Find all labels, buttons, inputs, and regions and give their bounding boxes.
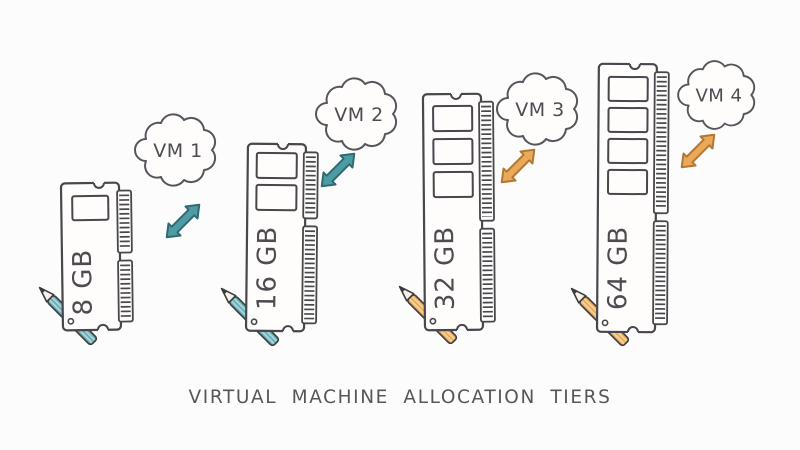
pin-teeth bbox=[482, 232, 493, 318]
sync-arrow-icon bbox=[159, 197, 207, 245]
tier-3: 32 GB VM 3 bbox=[394, 72, 579, 346]
tier-1: 8 GB VM 1 bbox=[34, 113, 217, 347]
top-notch bbox=[449, 93, 462, 100]
memory-chip bbox=[255, 183, 298, 212]
memory-chip bbox=[432, 137, 474, 166]
ram-stick-4: 64 GB bbox=[595, 62, 670, 334]
bottom-notch bbox=[455, 323, 468, 331]
bottom-notch bbox=[626, 326, 639, 333]
vm-cloud-2: VM 2 bbox=[315, 77, 398, 151]
vm-label: VM 3 bbox=[515, 99, 565, 121]
sync-arrow-icon bbox=[314, 146, 362, 194]
memory-chip bbox=[607, 75, 649, 103]
bottom-notch bbox=[281, 325, 294, 332]
diagram-title: VIRTUAL MACHINE ALLOCATION TIERS bbox=[189, 387, 612, 408]
capacity-label: 8 GB bbox=[68, 249, 99, 316]
memory-chip bbox=[607, 106, 649, 134]
top-notch bbox=[92, 182, 105, 189]
tier-2: 16 GB VM 2 bbox=[216, 77, 398, 348]
bottom-notch bbox=[96, 323, 109, 331]
ram-stick-1: 8 GB bbox=[59, 181, 134, 332]
capacity-label: 16 GB bbox=[252, 226, 283, 311]
tier-4: 64 GB VM 4 bbox=[566, 60, 756, 348]
pin-teeth bbox=[655, 225, 666, 321]
sync-arrow-icon bbox=[674, 127, 722, 175]
pin-strip-lower bbox=[301, 225, 318, 325]
memory-chip bbox=[71, 194, 110, 222]
vm-label: VM 1 bbox=[153, 140, 203, 162]
sync-arrow-icon bbox=[494, 142, 542, 190]
vm-label: VM 2 bbox=[334, 104, 384, 126]
pin-teeth bbox=[304, 230, 316, 320]
pin-teeth bbox=[481, 105, 493, 217]
vm-cloud-4: VM 4 bbox=[677, 60, 756, 130]
memory-chip bbox=[255, 151, 298, 180]
mounting-hole bbox=[601, 319, 609, 327]
memory-chip bbox=[607, 137, 649, 165]
memory-chip bbox=[432, 104, 474, 133]
top-notch bbox=[276, 143, 289, 151]
mounting-hole bbox=[429, 317, 437, 325]
capacity-label: 64 GB bbox=[603, 226, 634, 311]
top-notch bbox=[628, 63, 641, 70]
vm-cloud-1: VM 1 bbox=[134, 113, 217, 187]
memory-chip bbox=[606, 168, 649, 196]
memory-chip bbox=[432, 170, 474, 199]
vm-cloud-3: VM 3 bbox=[496, 72, 579, 146]
mounting-hole bbox=[67, 317, 75, 325]
vm-label: VM 4 bbox=[695, 86, 742, 107]
ram-stick-2: 16 GB bbox=[244, 142, 319, 333]
ram-stick-3: 32 GB bbox=[421, 92, 496, 332]
pin-teeth bbox=[655, 76, 667, 210]
pin-teeth bbox=[305, 156, 316, 215]
mounting-hole bbox=[250, 318, 258, 326]
capacity-label: 32 GB bbox=[430, 226, 461, 311]
